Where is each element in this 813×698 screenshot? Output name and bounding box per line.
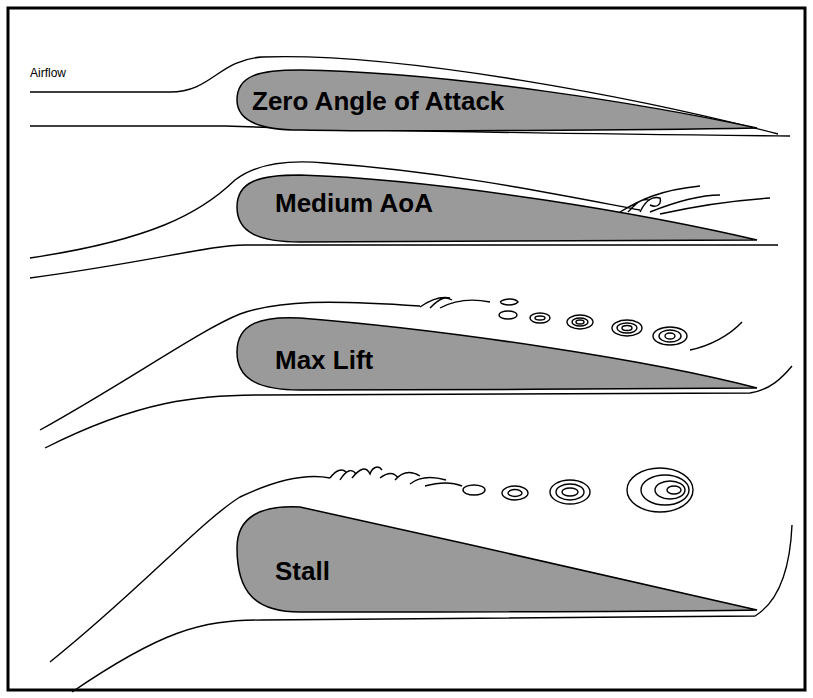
airfoil: Zero Angle of Attack bbox=[230, 64, 765, 138]
vortex bbox=[576, 320, 584, 324]
streamline bbox=[40, 302, 420, 430]
turbulence bbox=[620, 186, 770, 214]
airfoil-label: Max Lift bbox=[275, 347, 373, 373]
airfoil-outline bbox=[237, 70, 757, 131]
airfoil-label: Stall bbox=[275, 558, 330, 584]
vortex bbox=[667, 486, 681, 494]
streamline bbox=[30, 57, 778, 134]
vortex bbox=[562, 488, 578, 496]
airfoil: Max Lift bbox=[230, 312, 765, 394]
airfoil-label: Zero Angle of Attack bbox=[252, 88, 504, 114]
vortex bbox=[567, 315, 593, 329]
airfoil-outline bbox=[237, 175, 757, 242]
turbulence bbox=[420, 297, 518, 308]
vortex bbox=[463, 485, 485, 495]
vortex bbox=[617, 323, 637, 333]
vortex bbox=[622, 326, 632, 331]
vortex bbox=[612, 320, 642, 336]
vortex bbox=[641, 475, 689, 505]
airfoil-outline bbox=[237, 318, 757, 390]
vortex bbox=[499, 311, 517, 319]
airfoil: Medium AoA bbox=[230, 170, 765, 248]
frame bbox=[8, 8, 805, 690]
vortex bbox=[627, 468, 693, 512]
vortex bbox=[665, 333, 675, 339]
streamline bbox=[50, 477, 330, 662]
vortex bbox=[653, 327, 687, 345]
vortex bbox=[502, 486, 528, 500]
vortex bbox=[508, 490, 522, 497]
airfoil-label: Medium AoA bbox=[275, 190, 433, 216]
streamline bbox=[690, 322, 742, 350]
vortex bbox=[572, 318, 588, 326]
airfoil: Stall bbox=[230, 500, 765, 618]
vortex bbox=[659, 330, 681, 342]
flow-label: Airflow bbox=[30, 66, 66, 80]
airfoil-outline bbox=[237, 507, 757, 612]
vortex bbox=[556, 484, 584, 500]
vortex bbox=[655, 481, 685, 499]
vortex bbox=[530, 313, 550, 323]
vortex bbox=[550, 480, 590, 504]
streamline bbox=[30, 245, 778, 278]
turbulence bbox=[330, 467, 462, 486]
vortex bbox=[535, 316, 545, 320]
